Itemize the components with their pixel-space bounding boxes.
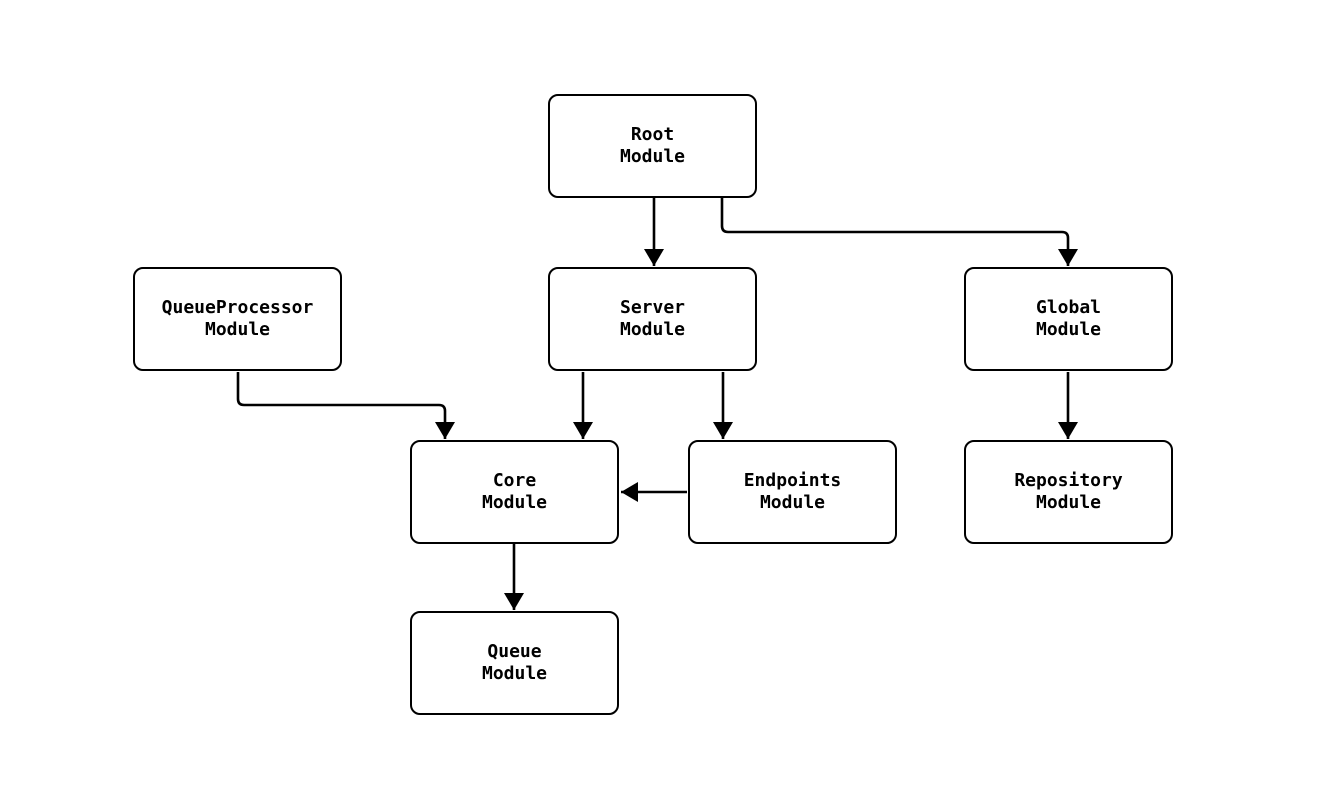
node-endpoints-module-label: Endpoints Module — [743, 470, 842, 513]
edge-queueprocessor-to-core-arrow — [236, 372, 455, 439]
node-root-module-label: Root Module — [619, 124, 686, 167]
node-global-module: Global Module — [964, 267, 1173, 371]
edge-root-to-global-arrow — [720, 198, 1078, 266]
node-server-module-label: Server Module — [619, 297, 686, 340]
node-repository-module: Repository Module — [964, 440, 1173, 544]
node-queue-module: Queue Module — [410, 611, 619, 715]
node-queueprocessor-module: QueueProcessor Module — [133, 267, 342, 371]
node-endpoints-module: Endpoints Module — [688, 440, 897, 544]
node-repository-module-label: Repository Module — [1014, 470, 1123, 513]
node-queue-module-label: Queue Module — [481, 641, 548, 684]
node-core-module: Core Module — [410, 440, 619, 544]
node-global-module-label: Global Module — [1035, 297, 1102, 340]
node-queueprocessor-module-label: QueueProcessor Module — [161, 297, 314, 340]
node-server-module: Server Module — [548, 267, 757, 371]
node-root-module: Root Module — [548, 94, 757, 198]
node-core-module-label: Core Module — [481, 470, 548, 513]
